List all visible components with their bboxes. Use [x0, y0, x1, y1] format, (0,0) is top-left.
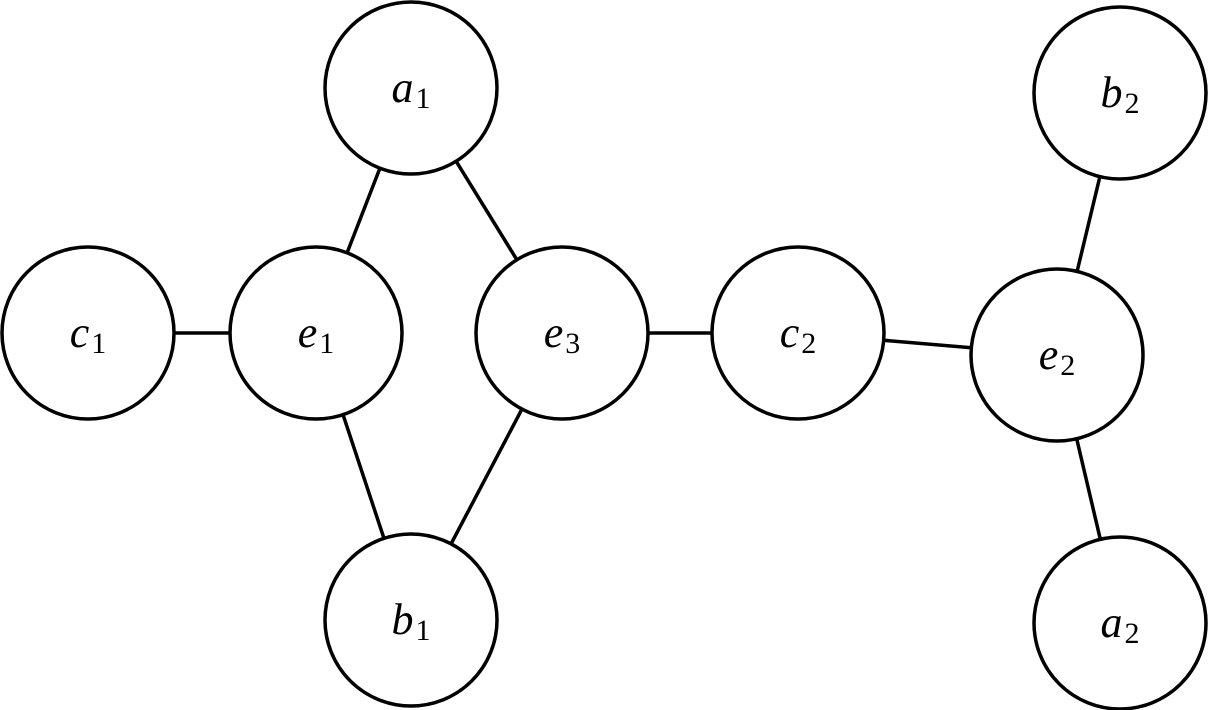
node-label-a1: a1 — [392, 63, 431, 115]
node-subscript: 1 — [319, 327, 334, 360]
node-symbol: a — [1101, 598, 1123, 647]
node-b1: b1 — [323, 532, 499, 708]
node-symbol: b — [1101, 68, 1123, 117]
node-subscript: 3 — [565, 327, 580, 360]
node-subscript: 2 — [1125, 87, 1140, 120]
node-c2: c2 — [710, 245, 886, 421]
node-symbol: c — [780, 308, 800, 357]
node-label-b1: b1 — [392, 595, 431, 647]
node-a2: a2 — [1032, 535, 1208, 710]
node-symbol: a — [392, 63, 414, 112]
node-circle-e1 — [228, 245, 404, 421]
node-subscript: 2 — [1125, 617, 1140, 650]
node-label-c2: c2 — [780, 308, 817, 360]
node-label-e1: e1 — [298, 308, 335, 360]
node-subscript: 2 — [1060, 349, 1075, 382]
node-circle-a1 — [323, 0, 499, 176]
node-symbol: e — [298, 308, 318, 357]
node-circle-e2 — [969, 267, 1145, 443]
node-b2: b2 — [1032, 5, 1208, 181]
node-c1: c1 — [0, 245, 176, 421]
node-label-a2: a2 — [1101, 598, 1140, 650]
node-e2: e2 — [969, 267, 1145, 443]
node-label-b2: b2 — [1101, 68, 1140, 120]
node-circle-a2 — [1032, 535, 1208, 710]
node-a1: a1 — [323, 0, 499, 176]
node-label-e2: e2 — [1039, 330, 1076, 382]
node-subscript: 1 — [91, 327, 106, 360]
node-subscript: 2 — [801, 327, 816, 360]
node-circle-b2 — [1032, 5, 1208, 181]
node-symbol: c — [70, 308, 90, 357]
node-circle-c2 — [710, 245, 886, 421]
node-label-c1: c1 — [70, 308, 107, 360]
node-circle-e3 — [474, 245, 650, 421]
node-label-e3: e3 — [544, 308, 581, 360]
node-symbol: b — [392, 595, 414, 644]
node-subscript: 1 — [416, 614, 431, 647]
node-subscript: 1 — [416, 82, 431, 115]
node-symbol: e — [544, 308, 564, 357]
node-e1: e1 — [228, 245, 404, 421]
node-circle-b1 — [323, 532, 499, 708]
node-circle-c1 — [0, 245, 176, 421]
node-e3: e3 — [474, 245, 650, 421]
node-symbol: e — [1039, 330, 1059, 379]
